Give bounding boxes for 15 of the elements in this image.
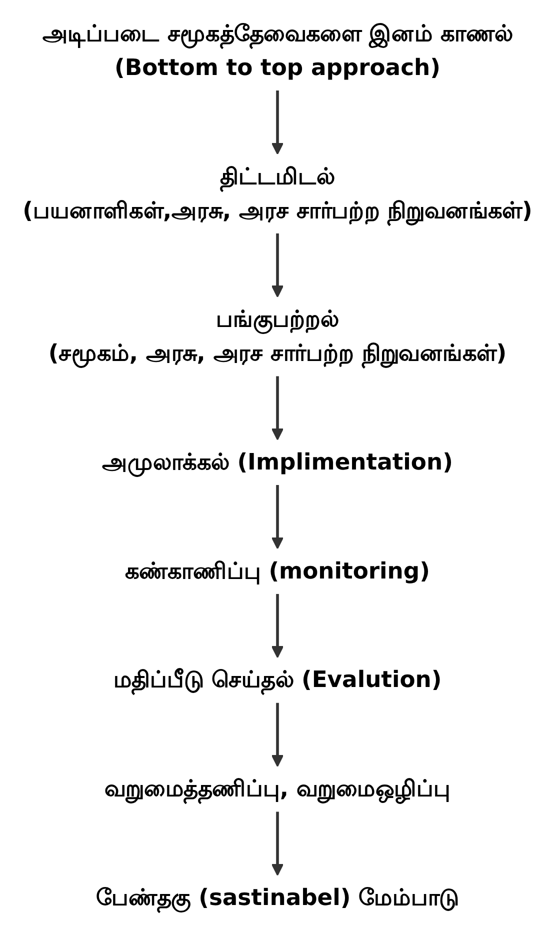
node-text: பேண்தகு (sastinabel) மேம்பாடு (96, 884, 459, 911)
arrow (271, 90, 284, 155)
node-text: மதிப்பீடு செய்தல் (Evalution) (113, 666, 442, 693)
arrow (271, 594, 284, 658)
node-text: கண்காணிப்பு (monitoring) (125, 557, 430, 584)
node-text: அடிப்படை சமூகத்தேவைகளை இனம் காணல் (Bottom to top approach) (42, 20, 513, 81)
node-text: திட்டமிடல் (பயனாளிகள்,அரசு, அரச சார்பற்ற நிறுவனங்கள்) (22, 162, 532, 224)
arrow (271, 812, 284, 876)
arrow (271, 376, 284, 440)
arrow (271, 233, 284, 298)
arrow (271, 702, 284, 767)
node-text: பங்குபற்றல் (சமூகம், அரசு, அரச சார்பற்ற நிறுவனங்கள்) (48, 305, 507, 366)
node-text: அமுலாக்கல் (Implimentation) (102, 448, 453, 476)
arrow (271, 485, 284, 550)
node-text: வறுமைத்தணிப்பு, வறுமைஒழிப்பு (104, 774, 450, 802)
